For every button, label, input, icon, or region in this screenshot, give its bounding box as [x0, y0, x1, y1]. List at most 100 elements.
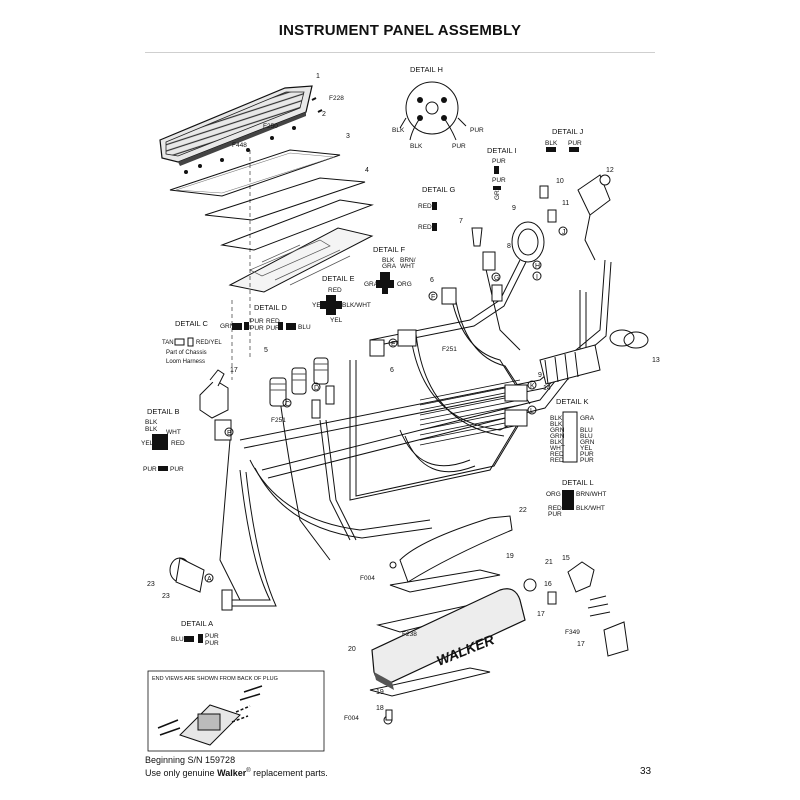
svg-text:PUR: PUR: [205, 633, 219, 640]
detail-h-gauge: [399, 81, 467, 141]
svg-text:RED: RED: [171, 440, 185, 447]
svg-text:RED: RED: [550, 457, 564, 464]
svg-text:DETAIL E: DETAIL E: [322, 274, 355, 283]
svg-text:PUR: PUR: [266, 325, 280, 332]
svg-text:DETAIL I: DETAIL I: [487, 146, 517, 155]
svg-text:6: 6: [430, 277, 434, 284]
key-switch-17: [199, 369, 229, 419]
svg-text:DETAIL A: DETAIL A: [181, 619, 213, 628]
svg-text:BRN/WHT: BRN/WHT: [576, 491, 606, 498]
svg-text:GRA: GRA: [382, 263, 397, 270]
svg-text:F004: F004: [344, 715, 359, 722]
svg-text:GRN: GRN: [550, 427, 565, 434]
svg-text:F448: F448: [232, 142, 247, 149]
callout-letters: A B C D E F G H I J K L: [204, 226, 568, 583]
svg-text:BLK/WHT: BLK/WHT: [576, 505, 605, 512]
detail-i: DETAIL I PUR PUR GRA: [487, 146, 517, 200]
detail-h: DETAIL H BLK PUR BLK PUR: [392, 65, 484, 150]
svg-text:1: 1: [316, 73, 320, 80]
svg-text:Loom Harness: Loom Harness: [166, 359, 205, 365]
svg-text:DETAIL G: DETAIL G: [422, 185, 456, 194]
svg-text:WHT: WHT: [400, 263, 415, 270]
svg-text:BLK: BLK: [545, 140, 558, 147]
part-number-labels: 1 2 3 4 5 6 6 7 8 9 9 10 11 12 13 14 15 …: [147, 73, 660, 712]
top-cover: [159, 85, 313, 166]
gasket-plate: [169, 149, 341, 197]
hour-meter-9: [511, 221, 601, 385]
svg-text:PUR: PUR: [548, 511, 562, 518]
svg-text:BLU: BLU: [580, 427, 593, 434]
page-title: INSTRUMENT PANEL ASSEMBLY: [278, 22, 522, 39]
svg-text:I: I: [536, 274, 538, 281]
svg-text:L: L: [530, 408, 534, 415]
svg-text:13: 13: [652, 357, 660, 364]
detail-d: DETAIL D GRN PUR PUR RED PUR BLU: [220, 303, 311, 332]
svg-text:TAN: TAN: [162, 340, 174, 346]
svg-text:F250: F250: [263, 123, 278, 130]
svg-text:PUR: PUR: [492, 177, 506, 184]
svg-text:DETAIL B: DETAIL B: [147, 407, 180, 416]
svg-text:9: 9: [512, 205, 516, 212]
svg-text:BLU: BLU: [580, 433, 593, 440]
detail-g: DETAIL G RED RED: [418, 185, 456, 231]
svg-text:PUR: PUR: [205, 640, 219, 647]
svg-text:YEL: YEL: [312, 302, 325, 309]
svg-text:J: J: [562, 229, 566, 236]
svg-text:PUR: PUR: [580, 457, 594, 464]
svg-text:3: 3: [346, 133, 350, 140]
svg-text:BLK: BLK: [550, 415, 563, 422]
detail-a: DETAIL A BLU PUR PUR: [171, 619, 219, 647]
detail-l: DETAIL L ORG BRN/WHT RED PUR BLK/WHT: [546, 478, 606, 518]
svg-text:PUR: PUR: [470, 127, 484, 134]
svg-text:16: 16: [544, 581, 552, 588]
svg-text:DETAIL C: DETAIL C: [175, 319, 209, 328]
brand-panel-20: WALKER: [371, 588, 526, 690]
svg-text:YEL: YEL: [141, 440, 154, 447]
svg-text:17: 17: [537, 611, 545, 618]
svg-text:END VIEWS ARE SHOWN FROM BACK: END VIEWS ARE SHOWN FROM BACK OF PLUG: [152, 676, 278, 682]
svg-text:B: B: [227, 430, 232, 437]
svg-text:YEL: YEL: [580, 445, 593, 452]
svg-text:RED: RED: [550, 451, 564, 458]
svg-text:PUR: PUR: [250, 318, 264, 325]
svg-text:RED: RED: [418, 203, 432, 210]
svg-text:BLK: BLK: [550, 421, 563, 428]
footer-registered-mark: ®: [246, 768, 251, 774]
panel-trim-22: [399, 515, 513, 583]
svg-text:D: D: [314, 385, 319, 392]
cover-screws: [184, 97, 323, 174]
svg-text:BLK: BLK: [550, 439, 563, 446]
svg-text:DETAIL K: DETAIL K: [556, 397, 589, 406]
svg-text:9: 9: [538, 372, 542, 379]
svg-text:F238: F238: [402, 631, 417, 638]
key-switch-15: [567, 561, 629, 657]
footer-notice-pre: Use only genuine: [145, 768, 218, 778]
footer-notice-post: replacement parts.: [250, 768, 328, 778]
svg-text:GRN: GRN: [220, 323, 235, 330]
harness-connectors: [214, 284, 528, 611]
svg-text:2: 2: [322, 111, 326, 118]
svg-text:PUR: PUR: [170, 466, 184, 473]
svg-text:RED: RED: [418, 224, 432, 231]
svg-text:GRN: GRN: [550, 433, 565, 440]
indicator-lamps: [471, 185, 557, 271]
svg-text:BLK: BLK: [145, 419, 158, 426]
svg-text:6: 6: [390, 367, 394, 374]
circuit-board: [228, 227, 374, 293]
svg-text:E: E: [391, 341, 396, 348]
svg-text:DETAIL H: DETAIL H: [410, 65, 443, 74]
ignition-switch-12: [577, 174, 611, 261]
svg-text:14: 14: [543, 385, 551, 392]
svg-text:GRA: GRA: [494, 185, 501, 200]
svg-text:F004: F004: [360, 575, 375, 582]
svg-text:A: A: [207, 576, 212, 583]
title-rule: [145, 52, 655, 53]
svg-text:22: 22: [519, 507, 527, 514]
svg-text:10: 10: [556, 178, 564, 185]
detail-e: DETAIL E RED YEL BLK/WHT YEL: [312, 274, 371, 324]
fastener-labels: F228 F250 F448 F251 F251 F004 F004 F238 …: [232, 95, 580, 722]
svg-text:PUR: PUR: [568, 140, 582, 147]
svg-text:BLU: BLU: [298, 324, 311, 331]
